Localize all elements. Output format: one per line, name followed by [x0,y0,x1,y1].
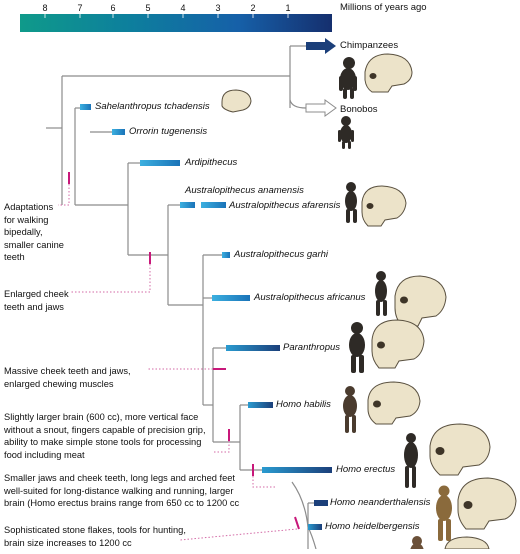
africanus-figure [375,271,387,316]
erectus-figure [404,433,418,488]
phylogeny-lines [46,45,317,550]
note-larger-brain: Slightly larger brain (600 cc), more ver… [4,412,206,460]
afarensis-skull [361,185,407,227]
tick-label: 3 [215,3,221,13]
note-stone-flakes: Sophisticated stone flakes, tools for hu… [4,525,186,548]
heidelbergensis-figure [410,536,424,554]
tick-label: 5 [145,3,151,13]
sahelanthropus-skull [221,89,252,113]
label-neanderthalensis: Homo neanderthalensis [330,497,431,508]
bar-africanus [212,295,250,301]
paranthropus-figure [349,322,365,373]
label-sahelanthropus: Sahelanthropus tchadensis [95,101,210,112]
bar-orrorin [112,129,125,135]
bar-ardipithecus [140,160,180,166]
timescale-title: Millions of years ago [340,2,427,13]
tick-label: 2 [250,3,256,13]
tick-label: 8 [42,3,48,13]
bar-neanderthalensis [314,500,328,506]
label-heidelbergensis: Homo heidelbergensis [325,521,420,532]
timescale-bar [20,14,332,32]
habilis-skull [367,381,421,425]
trait-markers [68,172,300,530]
label-chimpanzees: Chimpanzees [340,40,399,51]
erectus-skull [429,423,491,476]
timescale-ticks [44,14,289,18]
heidelbergensis-skull [444,536,490,550]
chimpanzee-arrow [306,38,336,54]
tick-label: 4 [180,3,186,13]
bar-paranthropus [226,345,280,351]
tick-label: 6 [110,3,116,13]
bar-sahelanthropus [80,104,91,110]
label-ardipithecus: Ardipithecus [185,157,238,168]
label-anamensis: Australopithecus anamensis [185,185,304,196]
afarensis-figure [345,182,357,223]
label-garhi: Australopithecus garhi [234,249,328,260]
paranthropus-skull [371,319,425,369]
bar-erectus [262,467,332,473]
note-massive-jaws: Massive cheek teeth and jaws, enlarged c… [4,366,131,389]
habilis-figure [343,386,357,433]
skulls [221,53,517,550]
bar-garhi [222,252,230,258]
label-orrorin: Orrorin tugenensis [129,126,208,137]
label-bonobos: Bonobos [340,104,378,115]
neanderthal-skull [457,477,517,530]
bonobo-figure [338,116,354,149]
bonobo-arrow [305,99,337,117]
tick-label: 7 [77,3,83,13]
label-erectus: Homo erectus [336,464,396,475]
label-afarensis: Australopithecus afarensis [229,200,341,211]
label-habilis: Homo habilis [276,399,331,410]
note-cheek-teeth: Enlarged cheek teeth and jaws [4,289,69,312]
label-africanus: Australopithecus africanus [254,292,366,303]
neanderthal-figure [436,485,452,541]
bar-afarensis [201,202,226,208]
skull-eye-sockets [366,73,473,509]
leader-lines [58,184,298,541]
note-bipedal: Adaptations for walking bipedally, small… [4,202,64,262]
note-smaller-jaws: Smaller jaws and cheek teeth, long legs … [4,473,240,508]
bar-heidelbergensis [308,524,322,530]
species-bars [80,104,332,530]
chimpanzee-skull [364,53,413,93]
label-paranthropus: Paranthropus [283,342,341,353]
tick-label: 1 [285,3,291,13]
bar-anamensis [180,202,195,208]
bar-habilis [248,402,273,408]
hominin-figures [338,57,452,554]
chimpanzee-figure [339,57,357,99]
